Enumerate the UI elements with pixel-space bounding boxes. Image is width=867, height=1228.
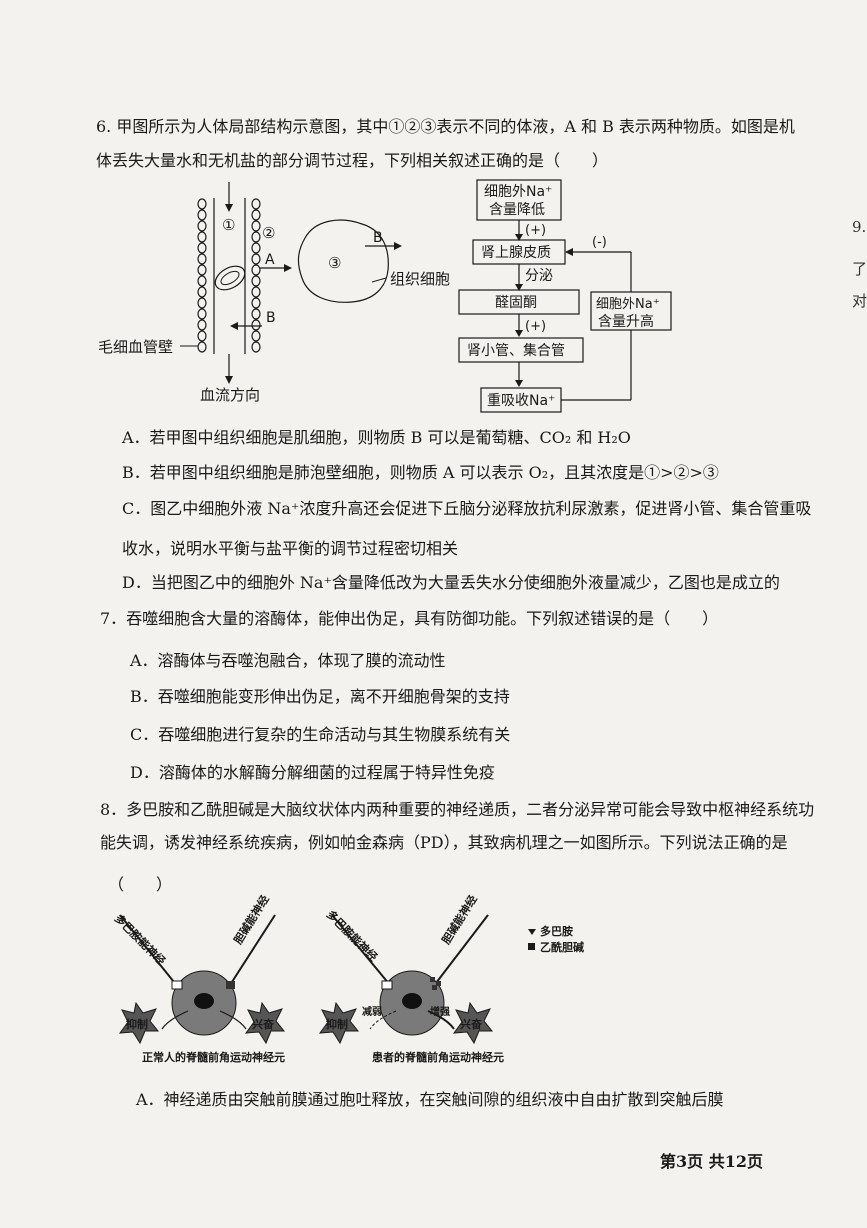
q7-option-c[interactable]: C．吞噬细胞进行复杂的生命活动与其生物膜系统有关 [130, 725, 511, 744]
q6-figure-a: ① ② A B ③ B 组织细胞 毛细血管壁 血流方向 [98, 182, 450, 404]
circle-2: ② [262, 224, 275, 242]
box4-tubule: 肾小管、集合管 [467, 342, 565, 359]
capillary-wall-right [251, 198, 261, 353]
right-inhibit: 抑制 [326, 1017, 348, 1031]
plus-1: (+) [525, 223, 546, 238]
label-b-mid: B [266, 310, 276, 326]
q7-option-d[interactable]: D．溶酶体的水解酶分解细菌的过程属于特异性免疫 [130, 763, 495, 782]
right-choline-nerve: 胆碱能神经 [439, 893, 480, 947]
q6-option-a[interactable]: A．若甲图中组织细胞是肌细胞，则物质 B 可以是葡萄糖、CO₂ 和 H₂O [122, 428, 631, 447]
label-b-top: B [373, 230, 383, 246]
tissue-cell-label: 组织细胞 [390, 270, 450, 288]
right-weaken: 减弱 [362, 1005, 382, 1018]
q6-stem-line2: 体丢失大量水和无机盐的部分调节过程，下列相关叙述正确的是（ ） [96, 151, 609, 170]
q8-option-a[interactable]: A．神经递质由突触前膜通过胞吐释放，在突触间隙的组织液中自由扩散到突触后膜 [136, 1090, 724, 1109]
legend: 多巴胺 乙酰胆碱 [528, 924, 584, 954]
q6-stem-line1: 6. 甲图所示为人体局部结构示意图，其中①②③表示不同的体液，A 和 B 表示两… [96, 117, 795, 136]
capillary-wall-left [197, 198, 207, 353]
left-dopamine-nerve: 多巴胺能神经 [112, 911, 169, 968]
left-neuron: 多巴胺能神经 胆碱能神经 抑制 兴奋 正常人的脊髓前角运动神经元 [112, 893, 286, 1064]
edge-char-1: 了 [852, 260, 867, 278]
right-caption: 患者的脊髓前角运动神经元 [372, 1050, 504, 1064]
side-box-line1: 细胞外Na⁺ [596, 297, 660, 312]
q6-option-d[interactable]: D．当把图乙中的细胞外 Na⁺含量降低改为大量丢失水分使细胞外液量减少，乙图也是… [122, 573, 780, 592]
q7-option-a[interactable]: A．溶酶体与吞噬泡融合，体现了膜的流动性 [130, 651, 446, 670]
q8-stem-line1: 8．多巴胺和乙酰胆碱是大脑纹状体内两种重要的神经递质，二者分泌异常可能会导致中枢… [100, 800, 815, 819]
side-box-line2: 含量升高 [598, 313, 654, 330]
right-dopamine-nerve: 多巴胺能神经 [324, 907, 381, 964]
edge-q9-number: 9. [852, 218, 867, 236]
box1-line2: 含量降低 [489, 202, 545, 218]
box2-adrenal: 肾上腺皮质 [481, 245, 551, 261]
page-footer: 第3页 共12页 [660, 1152, 763, 1171]
q6-option-c-line2: 收水，说明水平衡与盐平衡的调节过程密切相关 [122, 539, 459, 558]
edge-char-2: 对 [852, 292, 867, 310]
capillary-wall-label: 毛细血管壁 [98, 338, 173, 356]
q7-option-b[interactable]: B．吞噬细胞能变形伸出伪足，离不开细胞骨架的支持 [130, 687, 510, 706]
q6-option-c-line1[interactable]: C．图乙中细胞外液 Na⁺浓度升高还会促进下丘脑分泌释放抗利尿激素，促进肾小管、… [122, 499, 812, 518]
box5-reabsorb: 重吸收Na⁺ [487, 393, 555, 409]
circle-1: ① [222, 216, 235, 234]
q8-stem-line2: 能失调，诱发神经系统疾病，例如帕金森病（PD），其致病机理之一如图所示。下列说法… [100, 833, 788, 852]
left-inhibit: 抑制 [126, 1017, 148, 1031]
legend-acetylcholine: 乙酰胆碱 [540, 940, 584, 954]
q7-stem: 7．吞噬细胞含大量的溶酶体，能伸出伪足，具有防御功能。下列叙述错误的是（ ） [100, 609, 719, 628]
minus-label: (-) [592, 235, 607, 250]
label-a: A [265, 252, 275, 268]
right-neuron: 多巴胺能神经 胆碱能神经 减弱 增强 抑制 兴奋 患者的脊髓前角运动神经元 [318, 893, 504, 1064]
secrete-label: 分泌 [525, 268, 553, 284]
left-caption: 正常人的脊髓前角运动神经元 [142, 1050, 285, 1064]
q8-figure: 多巴胺能神经 胆碱能神经 抑制 兴奋 正常人的脊髓前角运动神经元 多巴胺能神经 … [112, 893, 584, 1064]
q6-option-b[interactable]: B．若甲图中组织细胞是肺泡壁细胞，则物质 A 可以表示 O₂，且其浓度是①>②>… [122, 463, 719, 482]
plus-2: (+) [525, 319, 546, 334]
legend-dopamine: 多巴胺 [540, 924, 573, 938]
right-excite: 兴奋 [460, 1017, 483, 1031]
blood-flow-label: 血流方向 [200, 386, 260, 404]
left-choline-nerve: 胆碱能神经 [231, 893, 272, 947]
circle-3: ③ [328, 254, 341, 272]
box3-aldosterone: 醛固酮 [495, 295, 537, 311]
left-excite: 兴奋 [252, 1017, 275, 1031]
q8-stem-line3: （ ） [108, 875, 173, 894]
q6-figure-b: 细胞外Na⁺ 含量降低 (+) 肾上腺皮质 分泌 醛固酮 (+) 肾小管、集合管… [458, 179, 672, 413]
box1-line1: 细胞外Na⁺ [484, 184, 552, 200]
